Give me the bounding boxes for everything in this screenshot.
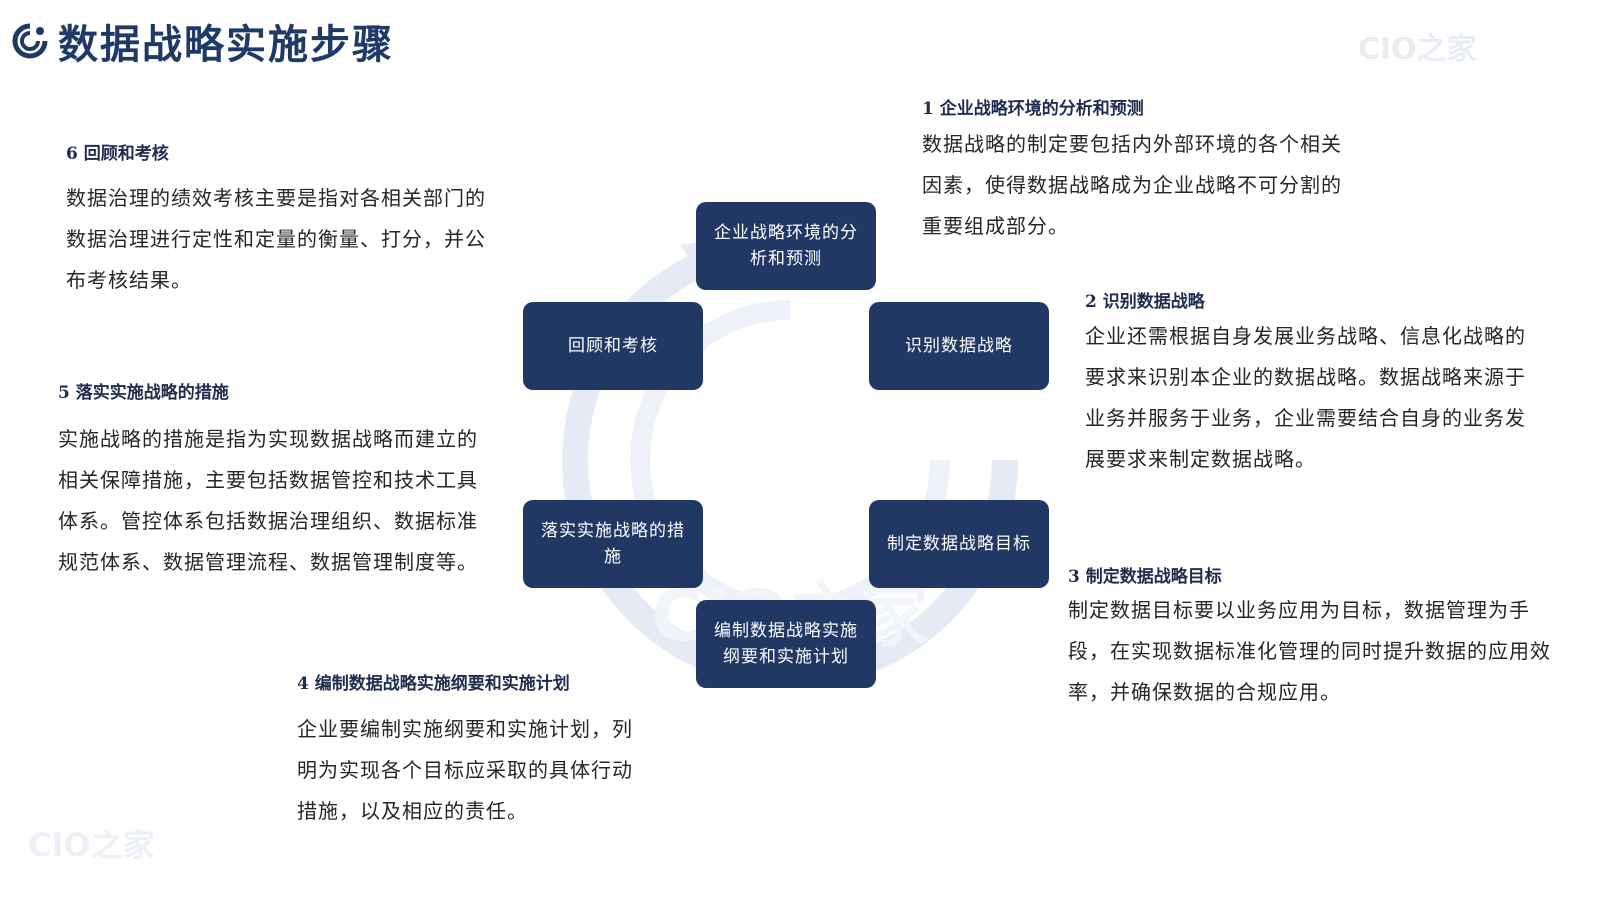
step-5-title: 5 落实实施战略的措施 bbox=[58, 383, 229, 403]
step-6-desc: 数据治理的绩效考核主要是指对各相关部门的数据治理进行定性和定量的衡量、打分，并公… bbox=[66, 186, 486, 292]
step-2-title: 2 识别数据战略 bbox=[1085, 292, 1205, 312]
watermark-top: CIO之家 bbox=[1358, 32, 1477, 67]
cycle-node-3: 制定数据战略目标 bbox=[869, 500, 1049, 588]
step-5-desc: 实施战略的措施是指为实现数据战略而建立的相关保障措施，主要包括数据管控和技术工具… bbox=[58, 427, 478, 574]
cycle-node-4: 编制数据战略实施纲要和实施计划 bbox=[696, 600, 876, 688]
step-3-title: 3 制定数据战略目标 bbox=[1068, 567, 1222, 587]
cycle-node-1: 企业战略环境的分析和预测 bbox=[696, 202, 876, 290]
step-1-desc: 数据战略的制定要包括内外部环境的各个相关因素，使得数据战略成为企业战略不可分割的… bbox=[922, 132, 1342, 238]
step-4-title: 4 编制数据战略实施纲要和实施计划 bbox=[297, 674, 570, 694]
step-4-desc: 企业要编制实施纲要和实施计划，列明为实现各个目标应采取的具体行动措施，以及相应的… bbox=[297, 717, 633, 823]
step-2-desc: 企业还需根据自身发展业务战略、信息化战略的要求来识别本企业的数据战略。数据战略来… bbox=[1085, 324, 1526, 471]
step-3-desc: 制定数据目标要以业务应用为目标，数据管理为手段，在实现数据标准化管理的同时提升数… bbox=[1068, 598, 1551, 704]
brand-logo-icon bbox=[12, 23, 48, 59]
step-1-title: 1 企业战略环境的分析和预测 bbox=[922, 99, 1144, 119]
page-title: 数据战略实施步骤 bbox=[58, 21, 394, 68]
cycle-node-5: 落实实施战略的措施 bbox=[523, 500, 703, 588]
cycle-node-6: 回顾和考核 bbox=[523, 302, 703, 390]
step-6-title: 6 回顾和考核 bbox=[66, 144, 169, 164]
cycle-node-2: 识别数据战略 bbox=[869, 302, 1049, 390]
watermark-bottom: CIO之家 bbox=[28, 826, 155, 864]
